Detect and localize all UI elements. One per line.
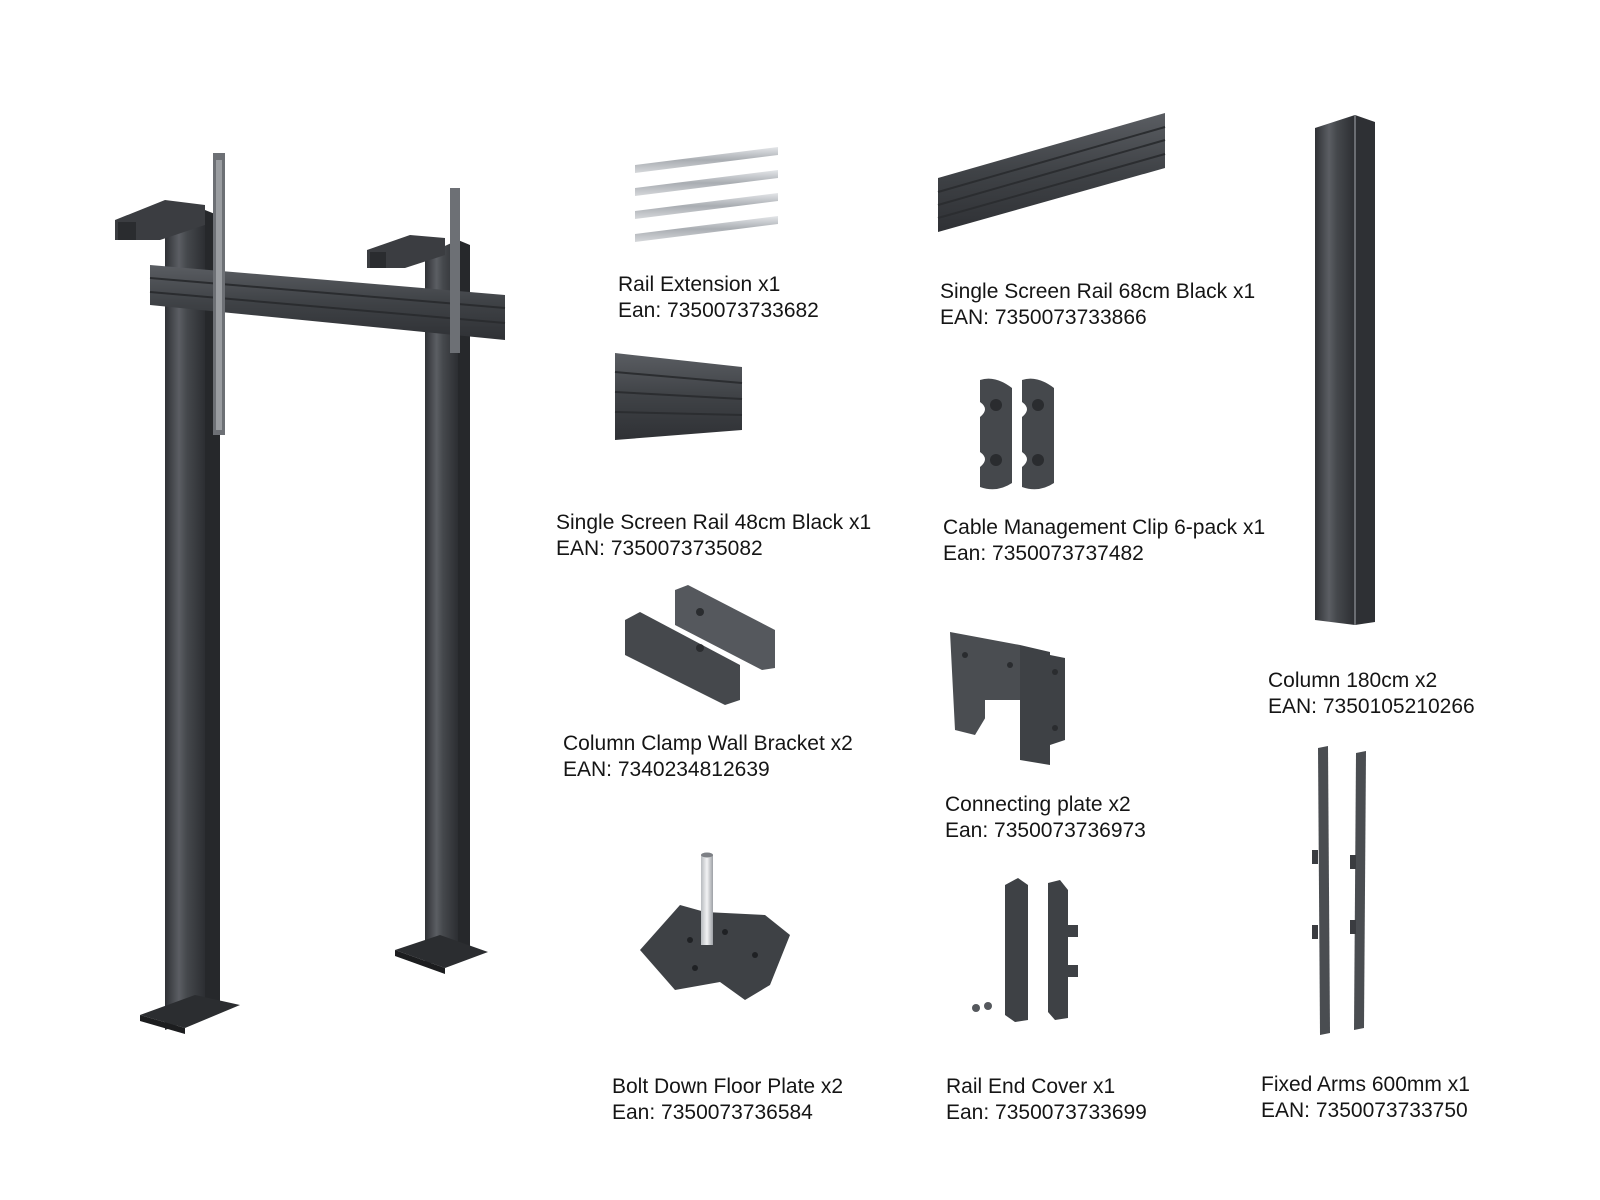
fixed-arms-image xyxy=(1312,746,1366,1035)
product-ean: Ean: 7350073733682 xyxy=(618,299,819,322)
caption-rail-extension: Rail Extension x1 Ean: 7350073733682 xyxy=(618,272,819,324)
rail-extension-image xyxy=(635,147,778,242)
caption-rail-end-cover: Rail End Cover x1 Ean: 7350073733699 xyxy=(946,1074,1147,1126)
rail-end-cover-image xyxy=(972,878,1078,1022)
wall-bracket-image xyxy=(625,585,775,705)
product-name: Single Screen Rail 48cm Black x1 xyxy=(556,511,872,534)
product-ean: Ean: 7350073733699 xyxy=(946,1101,1147,1124)
product-ean: EAN: 7350073735082 xyxy=(556,537,763,560)
product-name: Connecting plate x2 xyxy=(945,793,1131,816)
caption-single-screen-rail-68: Single Screen Rail 68cm Black x1 EAN: 73… xyxy=(940,279,1255,331)
caption-connecting-plate: Connecting plate x2 Ean: 7350073736973 xyxy=(945,792,1146,844)
caption-single-screen-rail-48: Single Screen Rail 48cm Black x1 EAN: 73… xyxy=(556,510,871,562)
product-name: Single Screen Rail 68cm Black x1 xyxy=(940,280,1256,303)
product-ean: EAN: 7350105210266 xyxy=(1268,695,1475,718)
caption-column-180: Column 180cm x2 EAN: 7350105210266 xyxy=(1268,668,1475,720)
product-name: Fixed Arms 600mm x1 xyxy=(1261,1073,1470,1096)
product-ean: Ean: 7350073736973 xyxy=(945,819,1146,842)
product-name: Column 180cm x2 xyxy=(1268,669,1438,692)
caption-bolt-down-floor-plate: Bolt Down Floor Plate x2 Ean: 7350073736… xyxy=(612,1074,843,1126)
screen-rail-68-image xyxy=(937,113,1166,232)
caption-fixed-arms-600: Fixed Arms 600mm x1 EAN: 7350073733750 xyxy=(1261,1072,1470,1124)
product-name: Rail Extension x1 xyxy=(618,273,781,296)
floor-stand-illustration xyxy=(115,153,506,1034)
caption-cable-management-clip: Cable Management Clip 6-pack x1 Ean: 735… xyxy=(943,515,1265,567)
product-ean: EAN: 7340234812639 xyxy=(563,758,770,781)
screen-rail-48-image xyxy=(614,353,743,440)
column-image xyxy=(1315,115,1375,625)
connecting-plate-image xyxy=(950,632,1065,765)
product-name: Column Clamp Wall Bracket x2 xyxy=(563,732,853,755)
product-name: Rail End Cover x1 xyxy=(946,1075,1116,1098)
cable-clip-image xyxy=(980,378,1054,490)
product-ean: EAN: 7350073733866 xyxy=(940,306,1147,329)
product-name: Bolt Down Floor Plate x2 xyxy=(612,1075,844,1098)
product-ean: Ean: 7350073736584 xyxy=(612,1101,813,1124)
caption-column-clamp-wall-bracket: Column Clamp Wall Bracket x2 EAN: 734023… xyxy=(563,731,853,783)
product-name: Cable Management Clip 6-pack x1 xyxy=(943,516,1266,539)
product-ean: Ean: 7350073737482 xyxy=(943,542,1144,565)
product-ean: EAN: 7350073733750 xyxy=(1261,1099,1468,1122)
floor-plate-image xyxy=(640,852,790,1000)
